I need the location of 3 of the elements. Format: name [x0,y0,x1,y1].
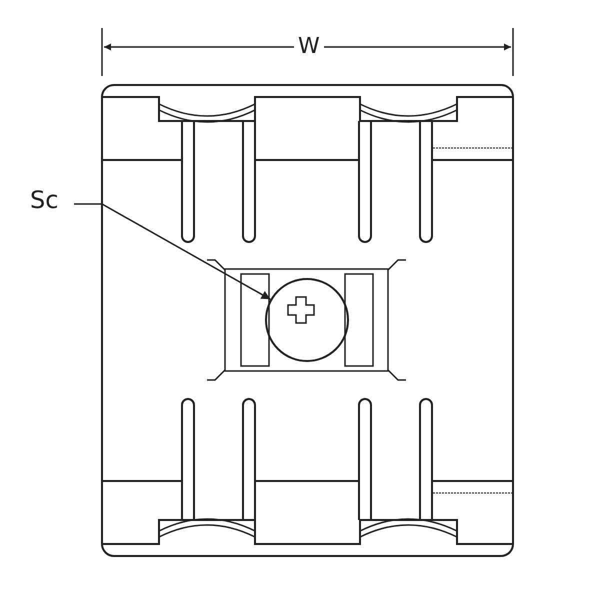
callout-label: Sc [30,188,72,216]
screw-head [265,278,349,362]
leader-line [74,203,271,300]
